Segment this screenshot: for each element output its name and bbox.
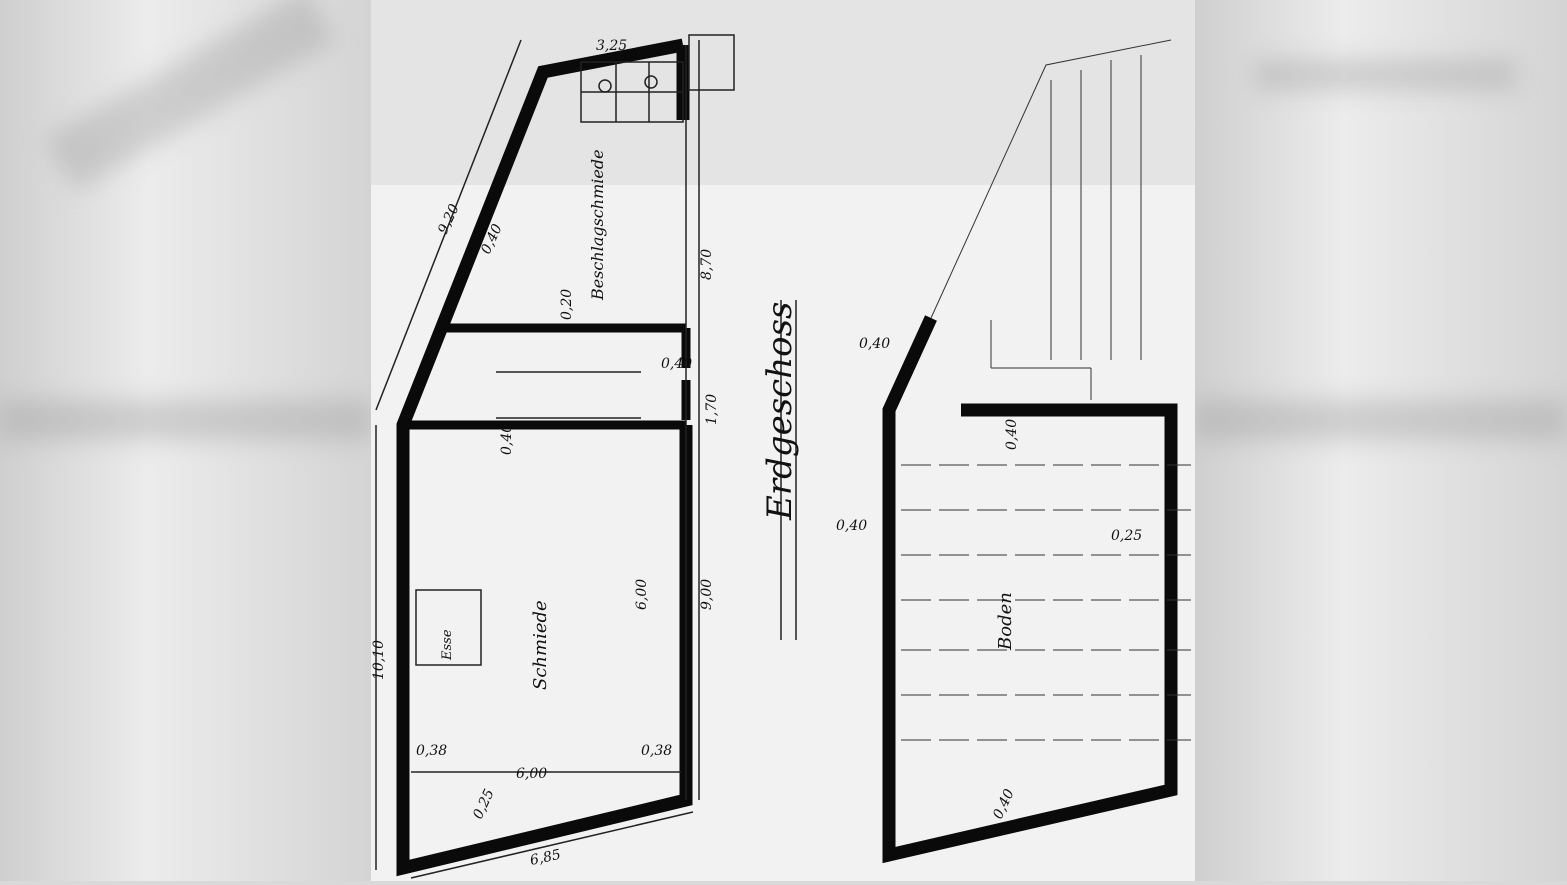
dim-wall-right: 0,38	[641, 743, 672, 759]
dim-diag-outer: 9,20	[435, 202, 463, 237]
dim-middle-wall: 0,40	[836, 518, 867, 534]
dim-top-width: 3,25	[596, 38, 627, 54]
right-building-walls	[882, 315, 1178, 864]
dim-schmiede-len: 9,00	[699, 579, 715, 610]
room-label-boden: Boden	[995, 592, 1016, 651]
dim-wall-left: 0,38	[416, 743, 447, 759]
left-building-details	[375, 34, 797, 879]
blurred-background-left	[0, 0, 371, 881]
dim-beschlag-wall: 0,20	[559, 289, 575, 320]
room-label-esse: Esse	[440, 629, 455, 661]
dim-room-width: 6,00	[516, 766, 547, 782]
room-label-beschlagschmiede: Beschlagschmiede	[588, 149, 607, 301]
right-building-hatching	[901, 39, 1191, 741]
dim-total-len: 10,10	[371, 640, 387, 680]
stairs	[496, 371, 641, 419]
dim-beschlag-len: 8,70	[699, 249, 715, 280]
dim-bottom-width: 6,85	[529, 847, 563, 869]
dim-stair-len: 1,70	[704, 394, 720, 425]
dim-schmiede-wall-top: 0,40	[499, 424, 515, 455]
dim-right-diag-wall: 0,40	[859, 336, 890, 352]
floor-plan-scan: Erdgeschoss Beschlagschmiede Schmiede Es…	[371, 0, 1195, 881]
dim-right-bottom-wall: 0,40	[990, 787, 1018, 822]
room-label-schmiede: Schmiede	[530, 600, 551, 690]
drawing-title: Erdgeschoss	[760, 302, 800, 521]
dim-schmiede-inner: 6,00	[634, 579, 650, 610]
blurred-background-right	[1195, 0, 1567, 881]
dim-right-side-wall: 0,25	[1111, 528, 1142, 544]
dim-stair-wall: 0,40	[661, 356, 692, 372]
dim-right-top-wall: 0,40	[1004, 419, 1020, 450]
dim-bottom-wall: 0,25	[470, 787, 498, 822]
